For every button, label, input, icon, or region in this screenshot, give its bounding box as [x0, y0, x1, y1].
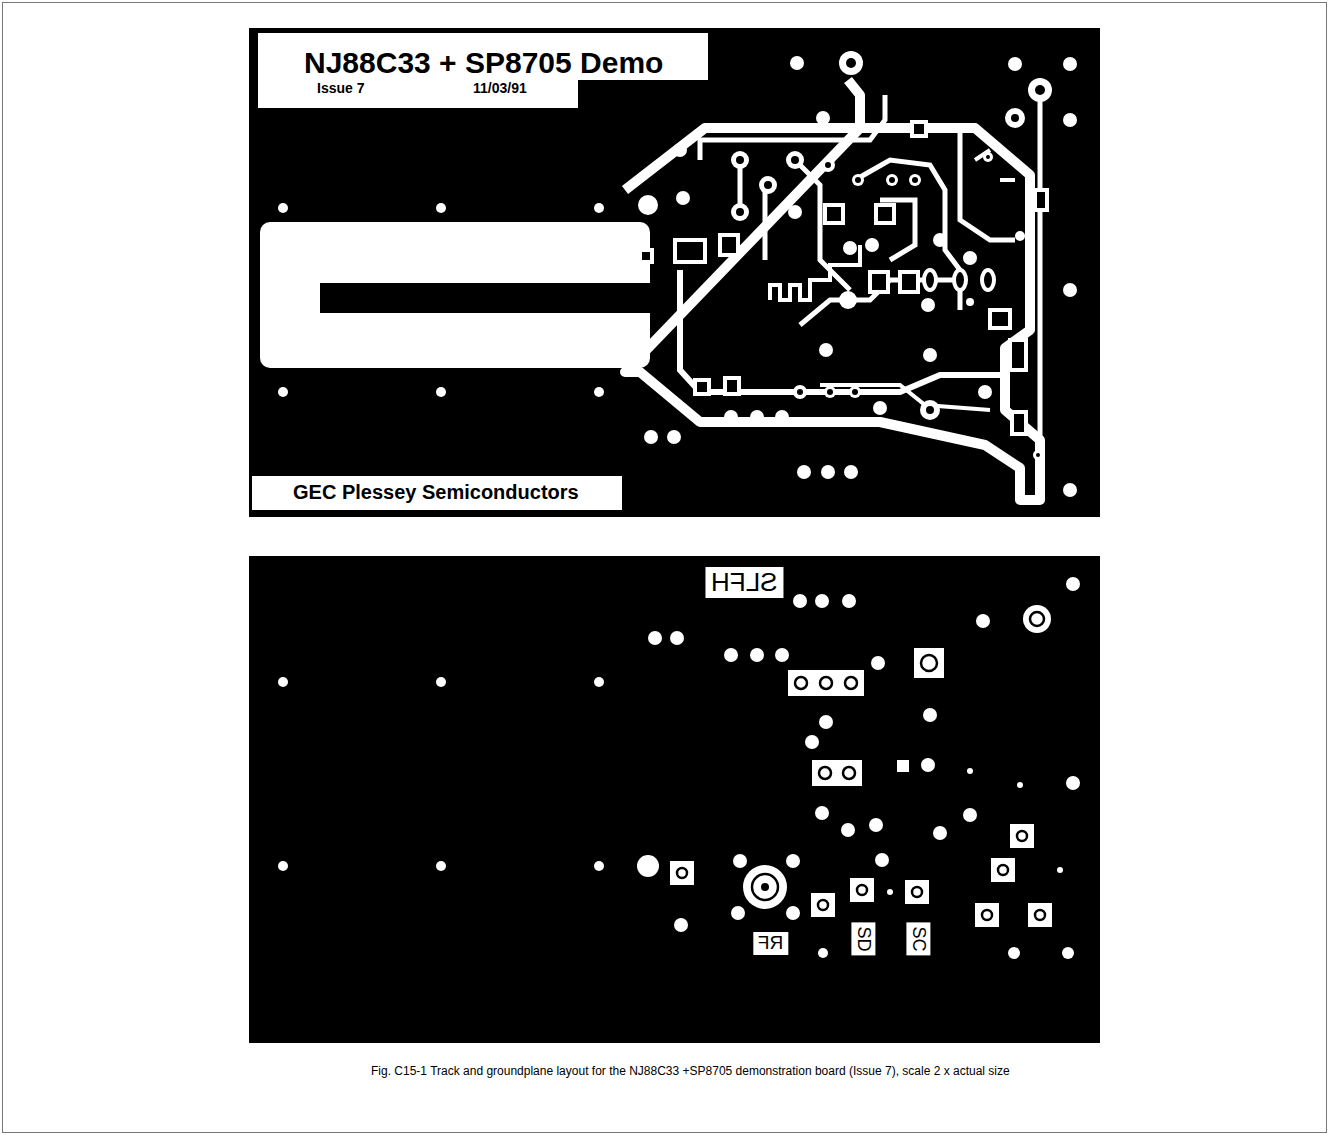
- mirrored-legend: SLFH: [705, 567, 783, 598]
- date-label: 11/03/91: [473, 81, 527, 96]
- connector-label: RF: [753, 932, 788, 955]
- board-title: NJ88C33 + SP8705 Demo: [300, 46, 667, 79]
- signal-label: SD: [852, 922, 876, 955]
- signal-label: SC: [907, 922, 931, 955]
- figure-frame: [3, 3, 1327, 1133]
- maker-label: GEC Plessey Semiconductors: [285, 479, 587, 505]
- issue-label: Issue 7: [317, 81, 364, 96]
- figure-caption: Fig. C15-1 Track and groundplane layout …: [371, 1065, 1010, 1078]
- ground-plane: [249, 556, 1100, 1043]
- track-layer: [249, 28, 1100, 517]
